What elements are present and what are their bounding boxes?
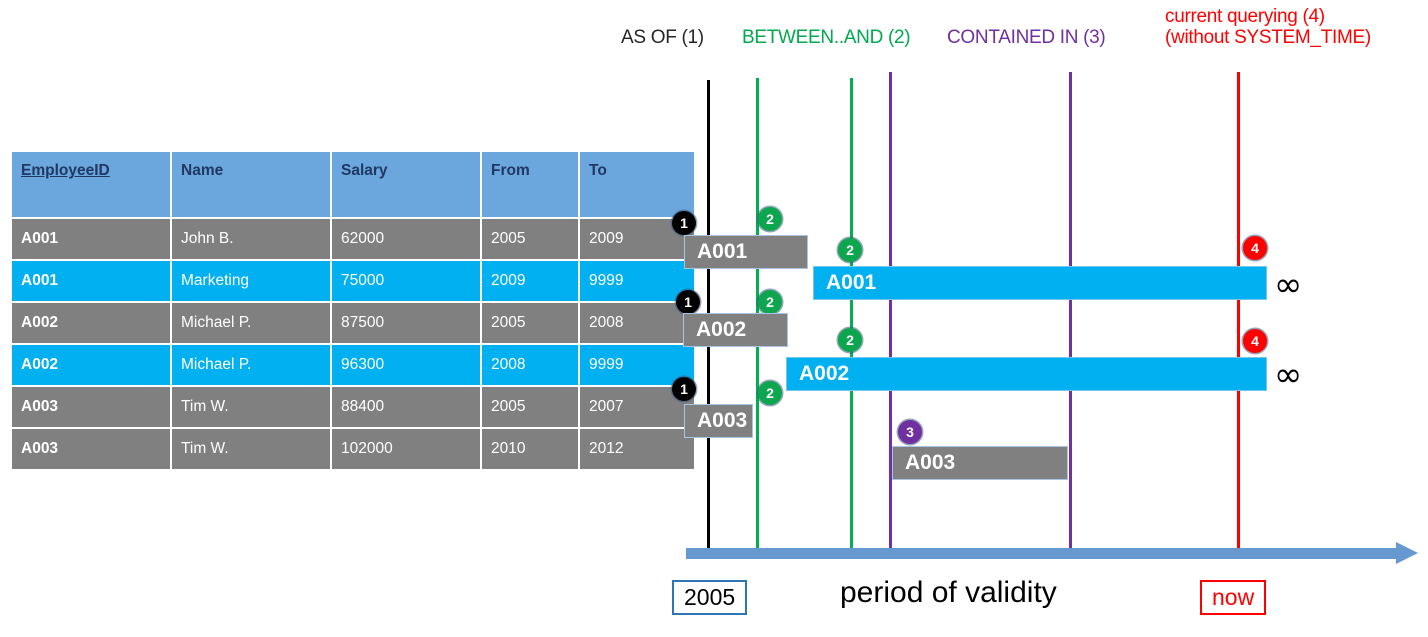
bar-a001-historic[interactable]: A001 [684, 235, 808, 269]
table-cell-to: 9999 [580, 345, 694, 385]
legend-current-querying: current querying (4) (without SYSTEM_TIM… [1165, 6, 1371, 48]
table-cell-salary: 87500 [332, 303, 480, 343]
table-cell-from: 2010 [482, 429, 578, 469]
badge-between-start-a002[interactable]: 2 [758, 290, 782, 314]
between-end-line[interactable] [850, 78, 853, 558]
bar-a003-second[interactable]: A003 [892, 446, 1068, 480]
now-line[interactable] [1237, 72, 1240, 558]
badge-between-end-a002[interactable]: 2 [838, 328, 862, 352]
badge-as-of-a002[interactable]: 1 [676, 290, 700, 314]
table-cell-name: Marketing [172, 261, 330, 301]
table-cell-name: Tim W. [172, 387, 330, 427]
bar-a003-historic[interactable]: A003 [684, 404, 753, 438]
legend-current-querying-line2: (without SYSTEM_TIME) [1165, 26, 1371, 48]
column-header-name[interactable]: Name [172, 152, 330, 217]
badge-between-start-a003[interactable]: 2 [758, 381, 782, 405]
column-header-employeeid[interactable]: EmployeeID [12, 152, 170, 217]
badge-current-a001[interactable]: 4 [1243, 236, 1267, 260]
table-cell-employeeid: A003 [12, 387, 170, 427]
column-header-from[interactable]: From [482, 152, 578, 217]
infinity-icon-a002: ∞ [1274, 355, 1303, 395]
column-header-salary[interactable]: Salary [332, 152, 480, 217]
timeline-axis[interactable] [686, 548, 1404, 559]
badge-between-end-a001[interactable]: 2 [838, 238, 862, 262]
bar-a001-current[interactable]: A001 [813, 266, 1267, 300]
table-cell-name: John B. [172, 219, 330, 259]
legend-contained-in: CONTAINED IN (3) [947, 27, 1106, 48]
axis-title: period of validity [840, 576, 1057, 609]
badge-current-a002[interactable]: 4 [1243, 329, 1267, 353]
table-cell-employeeid: A003 [12, 429, 170, 469]
table-cell-from: 2005 [482, 303, 578, 343]
badge-as-of-a003[interactable]: 1 [672, 377, 696, 401]
table-cell-employeeid: A001 [12, 219, 170, 259]
table-cell-from: 2005 [482, 387, 578, 427]
table-header-row: EmployeeID Name Salary From To [12, 152, 694, 217]
table-cell-employeeid: A001 [12, 261, 170, 301]
bar-a002-current[interactable]: A002 [786, 357, 1267, 391]
legend-between-and: BETWEEN..AND (2) [742, 27, 911, 48]
table-cell-salary: 75000 [332, 261, 480, 301]
column-header-to[interactable]: To [580, 152, 694, 217]
table-header: EmployeeID Name Salary From To [12, 152, 694, 217]
table-cell-employeeid: A002 [12, 303, 170, 343]
table-cell-employeeid: A002 [12, 345, 170, 385]
table-cell-name: Michael P. [172, 303, 330, 343]
badge-between-start-a001[interactable]: 2 [758, 207, 782, 231]
legend-current-querying-line1: current querying (4) [1165, 6, 1325, 27]
table-cell-to: 9999 [580, 261, 694, 301]
table-cell-salary: 88400 [332, 387, 480, 427]
table-cell-salary: 102000 [332, 429, 480, 469]
axis-end-label[interactable]: now [1200, 580, 1267, 615]
table-cell-name: Tim W. [172, 429, 330, 469]
table-cell-name: Michael P. [172, 345, 330, 385]
table-cell-from: 2005 [482, 219, 578, 259]
contained-start-line[interactable] [889, 72, 892, 558]
bar-a002-historic[interactable]: A002 [683, 313, 788, 347]
infinity-icon-a001: ∞ [1274, 265, 1303, 305]
badge-contained-in-a003[interactable]: 3 [898, 420, 922, 444]
table-cell-salary: 62000 [332, 219, 480, 259]
axis-start-label[interactable]: 2005 [672, 580, 748, 615]
table-cell-to: 2012 [580, 429, 694, 469]
contained-end-line[interactable] [1069, 72, 1072, 558]
badge-as-of-a001[interactable]: 1 [672, 211, 696, 235]
table-cell-to: 2008 [580, 303, 694, 343]
legend-as-of: AS OF (1) [621, 27, 704, 48]
table-cell-salary: 96300 [332, 345, 480, 385]
table-cell-from: 2008 [482, 345, 578, 385]
table-cell-from: 2009 [482, 261, 578, 301]
